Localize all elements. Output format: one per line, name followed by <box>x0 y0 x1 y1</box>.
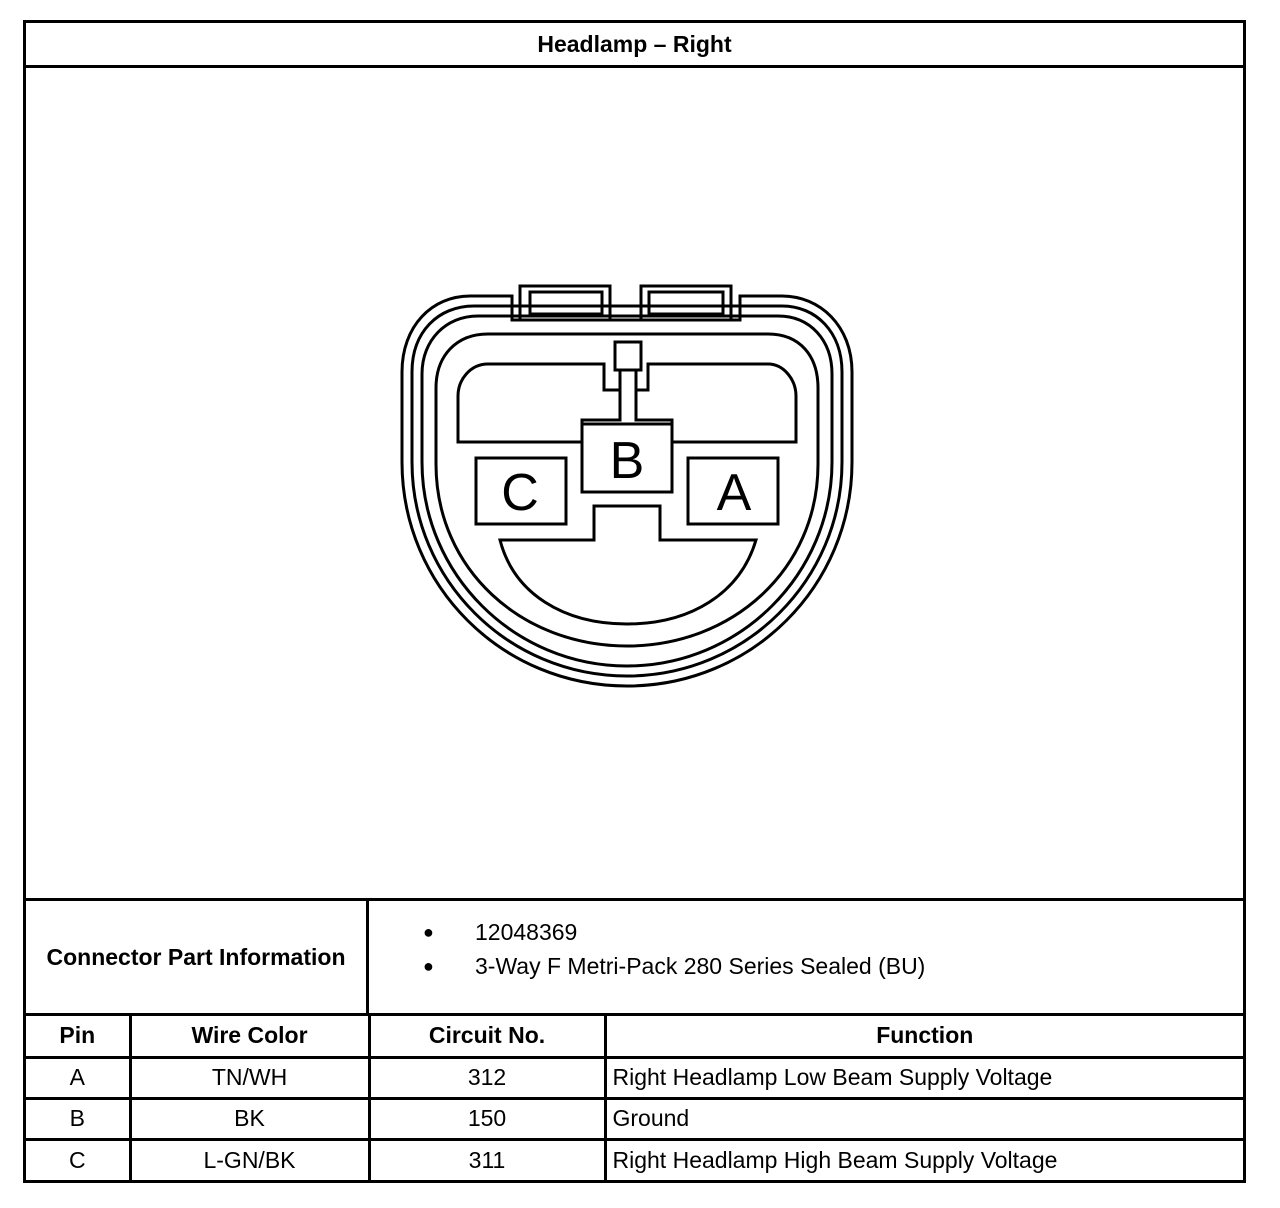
connector-shell-ring-1 <box>410 304 844 678</box>
lock-tab-right-inner <box>647 290 725 316</box>
header-circuit-no: Circuit No. <box>369 1016 607 1057</box>
cell-pin: B <box>26 1096 132 1139</box>
cavity-label-c: C <box>501 464 539 522</box>
table-row: B BK 150 Ground <box>26 1096 1243 1139</box>
key-rib <box>618 370 638 420</box>
table-row: A TN/WH 312 Right Headlamp Low Beam Supp… <box>26 1055 1243 1098</box>
cavity-label-b: B <box>610 432 645 490</box>
header-wire-color: Wire Color <box>130 1016 371 1057</box>
cell-function: Right Headlamp Low Beam Supply Voltage <box>605 1055 1243 1098</box>
pin-table-header: Pin Wire Color Circuit No. Function <box>26 1016 1243 1057</box>
cell-function: Right Headlamp High Beam Supply Voltage <box>605 1137 1243 1180</box>
part-info-label: Connector Part Information <box>26 901 369 1013</box>
connector-face-drawing: A B C <box>400 284 854 688</box>
insert-left-chamber <box>456 362 622 444</box>
lower-chamber <box>498 504 759 626</box>
pin-table: Pin Wire Color Circuit No. Function A TN… <box>26 1016 1243 1180</box>
connector-part-information: Connector Part Information 12048369 3-Wa… <box>26 898 1243 1016</box>
table-row: C L-GN/BK 311 Right Headlamp High Beam S… <box>26 1137 1243 1180</box>
cell-wire-color: BK <box>130 1096 371 1139</box>
part-info-list: 12048369 3-Way F Metri-Pack 280 Series S… <box>369 901 1243 1027</box>
cell-circuit: 311 <box>369 1137 607 1180</box>
connector-shell-ring-2 <box>420 314 834 668</box>
lock-tab-left-inner <box>528 290 604 316</box>
cell-circuit: 312 <box>369 1055 607 1098</box>
cavity-a <box>686 456 780 526</box>
page-title: Headlamp – Right <box>26 23 1243 68</box>
cavity-c <box>474 456 568 526</box>
connector-outer-shell <box>400 294 854 688</box>
cavity-b <box>580 422 674 494</box>
connector-diagram: A B C <box>26 68 1243 898</box>
seal-ring <box>434 332 820 648</box>
cell-function: Ground <box>605 1096 1243 1139</box>
part-info-item: 12048369 <box>369 915 1243 949</box>
cell-pin: C <box>26 1137 132 1180</box>
cell-wire-color: L-GN/BK <box>130 1137 371 1180</box>
cell-pin: A <box>26 1055 132 1098</box>
header-function: Function <box>876 1022 974 1049</box>
header-pin: Pin <box>26 1016 132 1057</box>
cavity-label-a: A <box>717 464 752 522</box>
connector-sheet: Headlamp – Right <box>23 20 1246 1183</box>
polarization-key <box>613 340 643 372</box>
cell-wire-color: TN/WH <box>130 1055 371 1098</box>
part-info-item: 3-Way F Metri-Pack 280 Series Sealed (BU… <box>369 949 1243 983</box>
insert-right-chamber <box>634 362 798 444</box>
cell-circuit: 150 <box>369 1096 607 1139</box>
